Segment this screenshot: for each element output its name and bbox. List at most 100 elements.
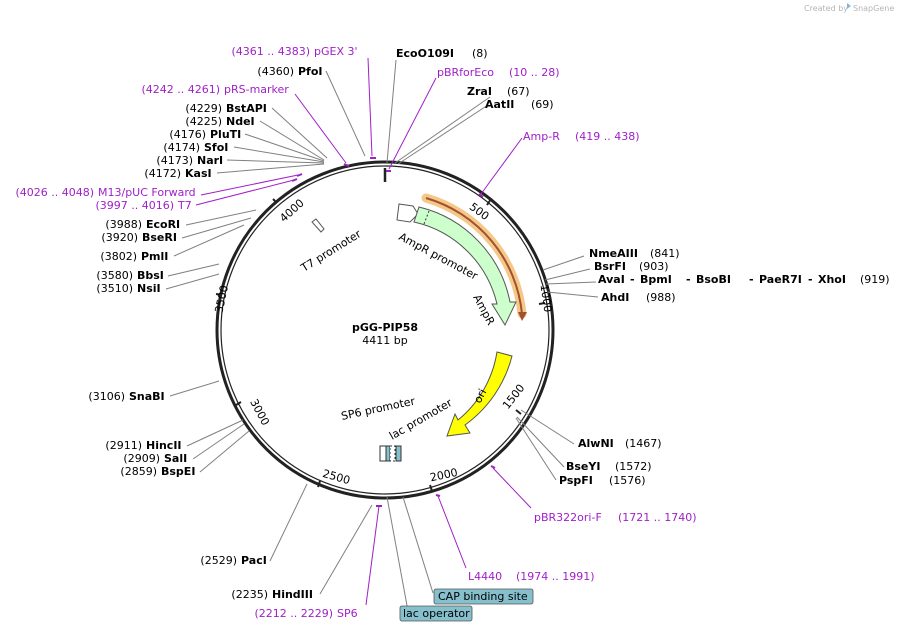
enzyme-name: AhdI (601, 291, 629, 304)
enzyme-position: (4225) (185, 115, 222, 128)
primer-name: pBRforEco (437, 66, 494, 79)
enzyme-position: (4360) (257, 65, 294, 78)
primer-name: pGEX 3' (314, 45, 358, 58)
enzyme-name: KasI (185, 167, 212, 180)
primer-range: (1974 .. 1991) (516, 570, 595, 583)
primer-range: (2212 .. 2229) (254, 607, 333, 620)
enzyme-position: (3106) (88, 390, 125, 403)
enzyme-name: XhoI (818, 273, 846, 286)
enzyme-position: (67) (507, 85, 530, 98)
tick-mark (235, 401, 242, 406)
tick-mark (429, 484, 433, 492)
enzyme-name: NsiI (137, 282, 161, 295)
enzyme-position: (3988) (105, 218, 142, 231)
enzyme-position: (4229) (185, 102, 222, 115)
enzyme-position: (69) (531, 98, 554, 111)
primer-name: T7 (177, 199, 192, 212)
primer-range: (10 .. 28) (509, 66, 560, 79)
enzyme-name: EcoRI (146, 218, 180, 231)
enzyme-position: (3802) (100, 250, 137, 263)
tick-label: 1500 (500, 382, 527, 412)
enzyme-position: (2235) (231, 588, 268, 601)
enzyme-name: AvaI (598, 273, 625, 286)
feature-t7-promoter (311, 218, 325, 233)
enzyme-position: (1467) (625, 437, 662, 450)
enzyme-name-separator: - (630, 273, 635, 286)
right-enzyme-labels: EcoO109I (8) ZraI (67) AatII (69) NmeAII… (396, 47, 890, 487)
enzyme-name: SnaBI (129, 390, 165, 403)
lac-operator-box (399, 605, 473, 622)
tick-mark (486, 198, 492, 206)
primer-name: pRS-marker (224, 83, 289, 96)
tick-mark (215, 293, 223, 296)
primer-name: pBR322ori-F (534, 511, 602, 524)
snapgene-logo-icon (847, 3, 851, 9)
credit-brand: SnapGene (853, 4, 894, 13)
feature-amp-r (413, 206, 517, 327)
primer-labels: (4361 .. 4383) pGEX 3' pBRforEco (10 .. … (15, 45, 696, 620)
primer-range: (3997 .. 4016) (95, 199, 174, 212)
enzyme-position: (4174) (163, 141, 200, 154)
enzyme-name: HincII (146, 439, 182, 452)
primer-range: (1721 .. 1740) (618, 511, 697, 524)
cap-binding-site-box (433, 588, 534, 605)
primer-range: (4026 .. 4048) (15, 186, 94, 199)
backbone-outer-circle (215, 160, 555, 500)
enzyme-name: PmlI (141, 250, 168, 263)
tick-mark (272, 198, 278, 204)
enzyme-position: (1572) (615, 460, 652, 473)
enzyme-name: BstAPI (226, 102, 267, 115)
feature-sp6-promoter (395, 445, 402, 462)
enzyme-position: (4172) (144, 167, 181, 180)
enzyme-name: BspEI (161, 465, 195, 478)
feature-label-amp-r: AmpR (470, 292, 497, 327)
enzyme-name: PfoI (298, 65, 323, 78)
enzyme-position: (8) (472, 47, 488, 60)
enzyme-name-separator: - (686, 273, 691, 286)
enzyme-position: (4176) (169, 128, 206, 141)
enzyme-name: SalI (164, 452, 187, 465)
enzyme-name: BsoBI (696, 273, 731, 286)
enzyme-position: (3510) (96, 282, 133, 295)
tick-label: 2000 (429, 466, 459, 485)
feature-label-sp6-promoter: SP6 promoter (340, 394, 417, 422)
primer-name: Amp-R (523, 130, 560, 143)
enzyme-name: PaeR7I (759, 273, 802, 286)
enzyme-position: (988) (646, 291, 676, 304)
enzyme-name: AatII (485, 98, 514, 111)
enzyme-name: AlwNI (578, 437, 614, 450)
feature-cap-binding-site (385, 445, 391, 462)
enzyme-name: HindIII (272, 588, 313, 601)
plasmid-length: 4411 bp (362, 334, 407, 347)
primer-name: L4440 (468, 570, 502, 583)
leader-lines (165, 59, 599, 612)
feature-ori (446, 351, 513, 437)
enzyme-name-separator: - (808, 273, 813, 286)
backbone-inner-circle (220, 165, 550, 495)
enzyme-position: (903) (639, 260, 669, 273)
enzyme-position: (2909) (123, 452, 160, 465)
enzyme-name: PacI (241, 554, 267, 567)
enzyme-position: (841) (650, 247, 680, 260)
plasmid-name: pGG-PIP58 (352, 321, 418, 334)
primer-range: (4242 .. 4261) (141, 83, 220, 96)
tick-mark (538, 302, 546, 305)
enzyme-name: BseRI (142, 231, 177, 244)
tick-label: 2500 (321, 467, 351, 487)
enzyme-position: (2911) (105, 439, 142, 452)
tick-label: 1000 (538, 284, 555, 314)
tick-label: 3000 (247, 397, 272, 428)
tick-mark (317, 480, 321, 488)
enzyme-name: BseYI (566, 460, 600, 473)
tick-label: 3500 (212, 284, 231, 314)
enzyme-position: (3580) (96, 269, 133, 282)
amp-r-primer-arrowhead-icon (518, 312, 527, 321)
enzyme-position: (2859) (120, 465, 157, 478)
enzyme-name: ZraI (467, 85, 492, 98)
tick-label: 4000 (277, 196, 307, 224)
primer-leader-lines (195, 57, 532, 606)
enzyme-position: (919) (860, 273, 890, 286)
amp-r-primer-arrow (425, 197, 523, 315)
primer-range: (4361 .. 4383) (231, 45, 310, 58)
